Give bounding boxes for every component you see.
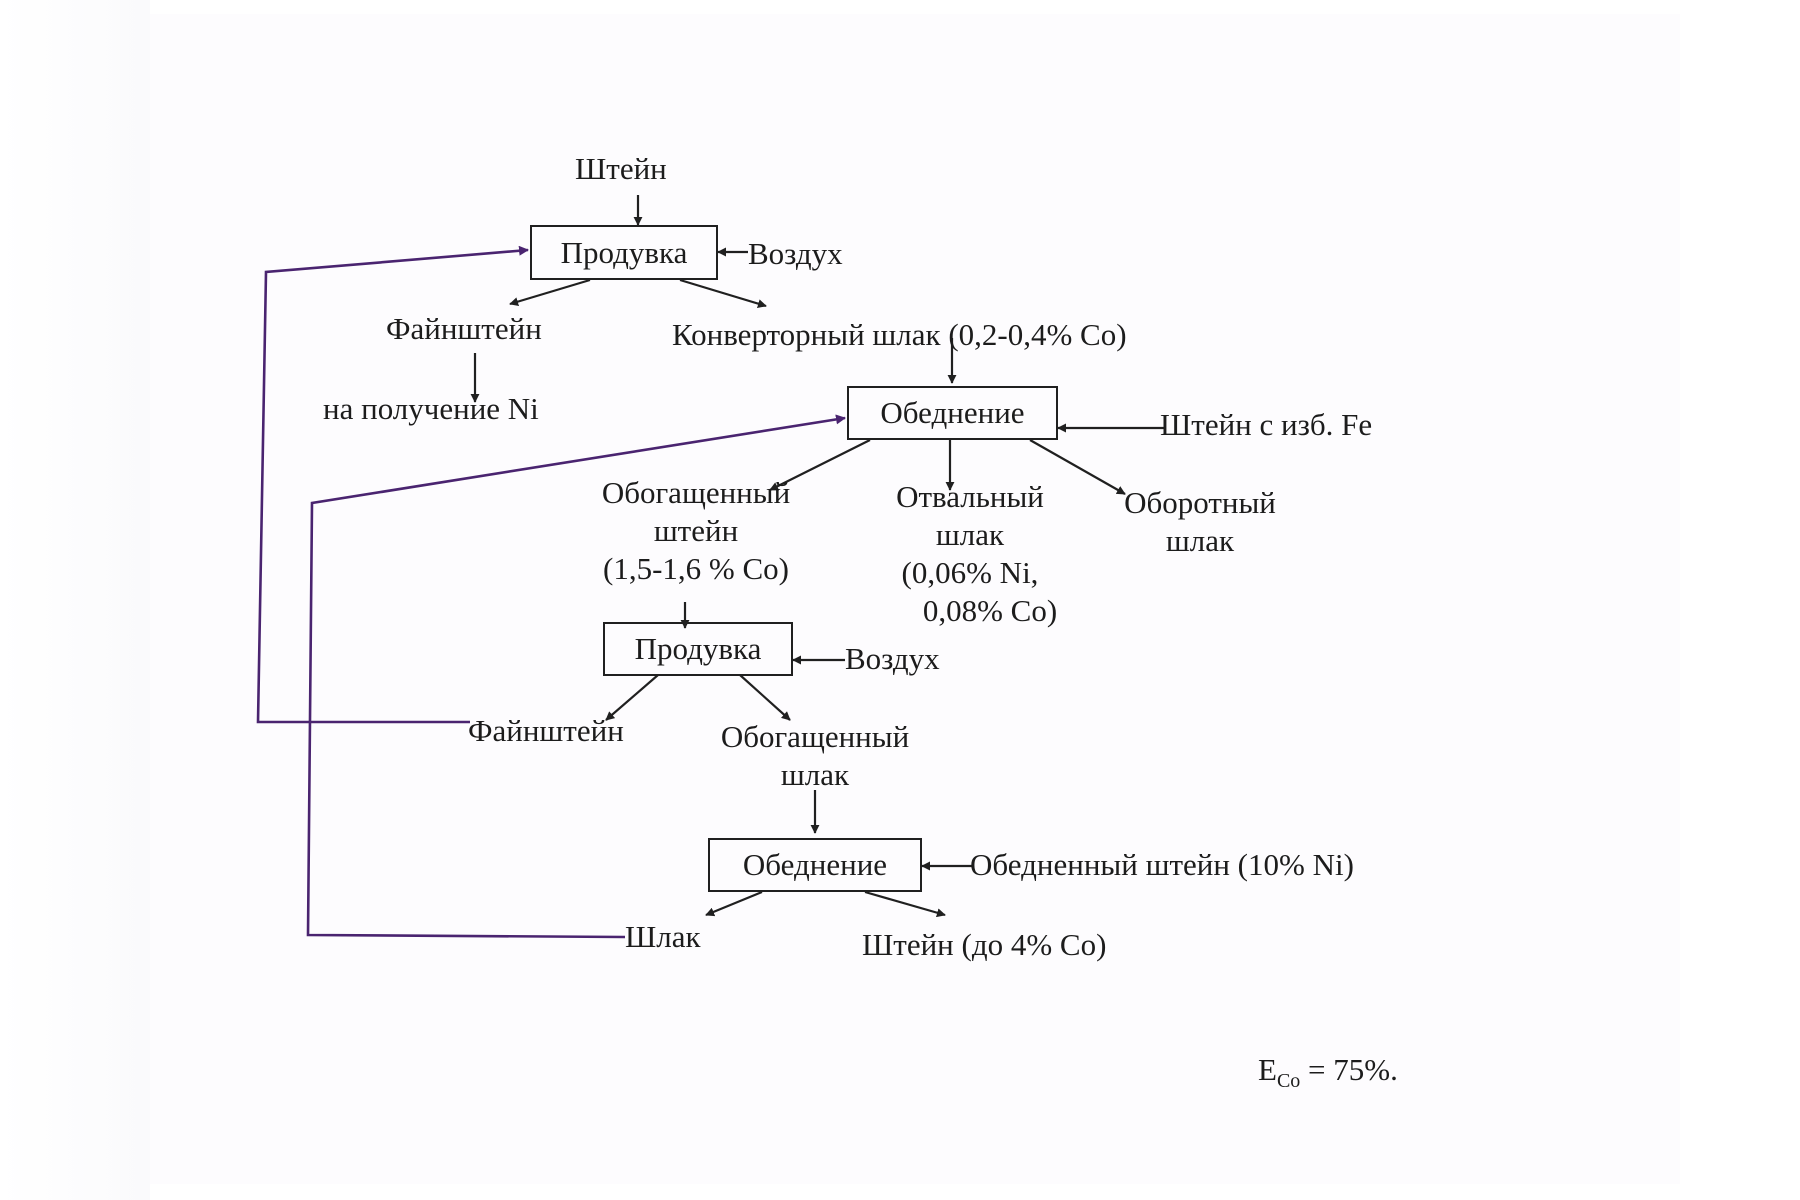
text-line: шлак <box>935 517 1005 552</box>
label-finematte-1: Файнштейн <box>386 311 542 346</box>
label-slag: Шлак <box>625 919 701 954</box>
arrow-blow2-to-enriched-slag <box>739 674 791 721</box>
box-blow-2: Продувка <box>603 622 793 676</box>
label-matte-excess-fe: Штейн с изб. Fe <box>1160 407 1373 442</box>
text-line: Обогащенный <box>720 719 910 754</box>
arrow-deplete2-to-matte-out <box>864 890 946 918</box>
label-air-1: Воздух <box>748 236 843 271</box>
label-to-nickel: на получение Ni <box>323 391 539 426</box>
label-matte-input: Штейн <box>575 151 667 186</box>
text-line: Оборотный <box>1124 485 1276 520</box>
label-waste-slag: Отвальный шлак (0,06% Ni, 0,08% Co) <box>883 478 1057 630</box>
arrow-deplete2-to-slag <box>705 890 763 917</box>
text-line: Обогащенный <box>601 475 791 510</box>
label-return-slag: Оборотный шлак <box>1124 484 1276 560</box>
text-line: шлак <box>780 757 850 792</box>
arrow-deplete1-to-enriched-matte <box>769 439 871 491</box>
text-line: (1,5-1,6 % Co) <box>603 551 789 586</box>
box-blow-1: Продувка <box>530 225 718 280</box>
arrow-blow2-to-finematte2 <box>605 674 659 721</box>
recycle-finematte2-to-blow1 <box>256 245 529 724</box>
text-line: шлак <box>1165 523 1235 558</box>
text-line: Отвальный <box>896 479 1044 514</box>
formula-value: = 75%. <box>1308 1052 1398 1087</box>
formula-subscript: Co <box>1276 1070 1301 1093</box>
arrow-blow1-to-converter-slag <box>679 278 767 308</box>
box-depletion-1: Обеднение <box>847 386 1058 440</box>
formula-symbol: E <box>1258 1052 1277 1087</box>
label-depleted-matte: Обедненный штейн (10% Ni) <box>970 847 1354 882</box>
text-line: 0,08% Co) <box>922 593 1058 628</box>
text-line: штейн <box>653 513 739 548</box>
arrow-blow1-to-finematte <box>509 278 591 306</box>
arrow-deplete1-to-return-slag <box>1029 439 1126 495</box>
label-converter-slag: Конверторный шлак (0,2-0,4% Co) <box>672 317 1127 352</box>
label-enriched-slag: Обогащенный шлак <box>721 718 909 794</box>
label-finematte-2: Файнштейн <box>468 713 624 748</box>
label-air-2: Воздух <box>845 641 940 676</box>
scan-margin <box>0 0 150 1200</box>
box-depletion-2: Обеднение <box>708 838 922 892</box>
label-matte-output: Штейн (до 4% Co) <box>862 927 1107 962</box>
scanned-sheet <box>150 14 1680 1184</box>
recovery-formula: ECo = 75%. <box>1258 1052 1398 1093</box>
recycle-slag-to-deplete1 <box>306 414 846 939</box>
text-line: (0,06% Ni, <box>901 555 1039 590</box>
label-enriched-matte: Обогащенный штейн (1,5-1,6 % Co) <box>602 474 790 588</box>
